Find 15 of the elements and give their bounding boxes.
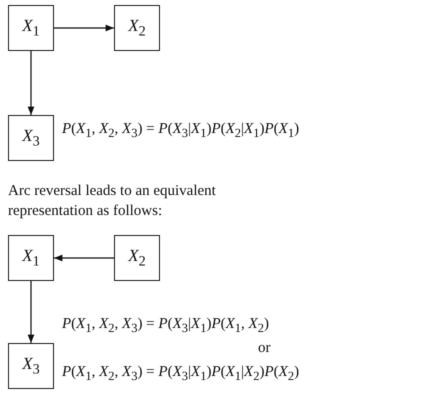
arrow xyxy=(28,281,34,343)
arrow xyxy=(54,24,114,32)
arrow xyxy=(54,254,114,262)
variable-box: X$_{3}$ xyxy=(8,343,54,389)
variable-box: X$_{2}$ xyxy=(114,235,160,281)
variable-box: X$_{2}$ xyxy=(114,5,160,51)
equation: P(X$_{1}$, X$_{2}$, X$_{3}$) = P(X$_{3}$|X$_{1}$)P(X$_{1}$, X$_{2}$) xyxy=(62,316,269,336)
equation: P(X$_{1}$, X$_{2}$, X$_{3}$) = P(X$_{3}$|X$_{1}$)P(X$_{1}$|X$_{2}$)P(X$_{2}$) xyxy=(62,364,300,384)
equation: P(X$_{1}$, X$_{2}$, X$_{3}$) = P(X$_{3}$|X$_{1}$)P(X$_{2}$|X$_{1}$)P(X$_{1}$) xyxy=(62,121,300,141)
variable-box: X$_{3}$ xyxy=(8,115,54,161)
variable-box: X$_{1}$ xyxy=(8,5,54,51)
variable-box: X$_{1}$ xyxy=(8,235,54,281)
equation-connector-text: or xyxy=(258,340,270,357)
caption-text: Arc reversal leads to an equivalent representation as follows: xyxy=(8,182,217,222)
arrow xyxy=(28,51,34,115)
